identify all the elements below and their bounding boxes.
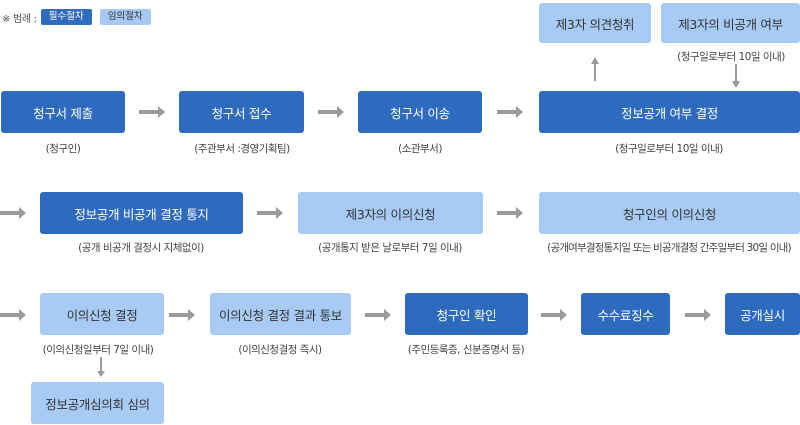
step-request-submit: 청구서 제출 [1, 91, 125, 133]
step-objection-result-notice: 이의신청 결정 결과 통보 [210, 293, 351, 335]
step-disclosure-execution: 공개실시 [725, 293, 800, 335]
step-objection-decision: 이의신청 결정 [40, 293, 164, 335]
arrow-right-icon [139, 106, 165, 118]
note-requester-objection: (공개여부결정통지일 또는 비공개결정 간주일부터 30일 이내) [547, 242, 791, 254]
note-disclosure-decision: (청구일로부터 10일 이내) [615, 143, 723, 155]
step-request-transfer: 청구서 이송 [358, 91, 482, 133]
step-fee-collection: 수수료징수 [581, 293, 670, 335]
legend: ※ 범례 : 필수절차 임의절차 [2, 9, 159, 25]
arrow-right-icon [0, 207, 26, 219]
step-decision-notice: 정보공개 비공개 결정 통지 [40, 192, 243, 234]
note-objection-decision: (이의신청일부터 7일 이내) [42, 344, 154, 356]
note-third-party-objection: (공개통지 받은 날로부터 7일 이내) [318, 242, 462, 254]
step-request-receive: 청구서 접수 [179, 91, 304, 133]
note-objection-result-notice: (이의신청결정 즉시) [238, 344, 322, 356]
arrow-right-icon [497, 106, 523, 118]
arrow-right-icon [541, 309, 567, 321]
note-request-transfer: (소관부서) [398, 143, 442, 155]
step-committee-review: 정보공개심의회 심의 [31, 382, 164, 424]
note-request-submit: (청구인) [45, 143, 81, 155]
step-third-party-opinion: 제3자 의견청취 [539, 3, 651, 43]
arrow-right-icon [497, 207, 523, 219]
arrow-up-icon [591, 57, 599, 81]
arrow-right-icon [0, 309, 26, 321]
legend-label: ※ 범례 : [2, 13, 37, 25]
arrow-right-icon [169, 309, 195, 321]
legend-optional-chip: 임의절차 [99, 9, 151, 25]
arrow-right-icon [257, 207, 283, 219]
note-request-receive: (주관부서 :경영기획팀) [194, 143, 290, 155]
step-requester-objection: 청구인의 이의신청 [539, 192, 800, 234]
step-third-party-objection: 제3자의 이의신청 [298, 192, 483, 234]
legend-required-chip: 필수절차 [40, 9, 92, 25]
step-disclosure-decision: 정보공개 여부 결정 [539, 91, 800, 133]
step-requester-verify: 청구인 확인 [405, 293, 528, 335]
note-requester-verify: (주민등록증, 신분증명서 등) [407, 344, 525, 356]
step-third-party-nondisclosure: 제3자의 비공개 여부 [661, 3, 800, 43]
arrow-right-icon [318, 106, 344, 118]
arrow-down-icon [732, 64, 740, 88]
arrow-down-icon [97, 357, 105, 377]
arrow-right-icon [685, 309, 711, 321]
note-third-party-nondisclosure: (청구일로부터 10일 이내) [677, 51, 785, 63]
arrow-right-icon [365, 309, 391, 321]
note-decision-notice: (공개 비공개 결정시 지체없이) [78, 242, 204, 254]
